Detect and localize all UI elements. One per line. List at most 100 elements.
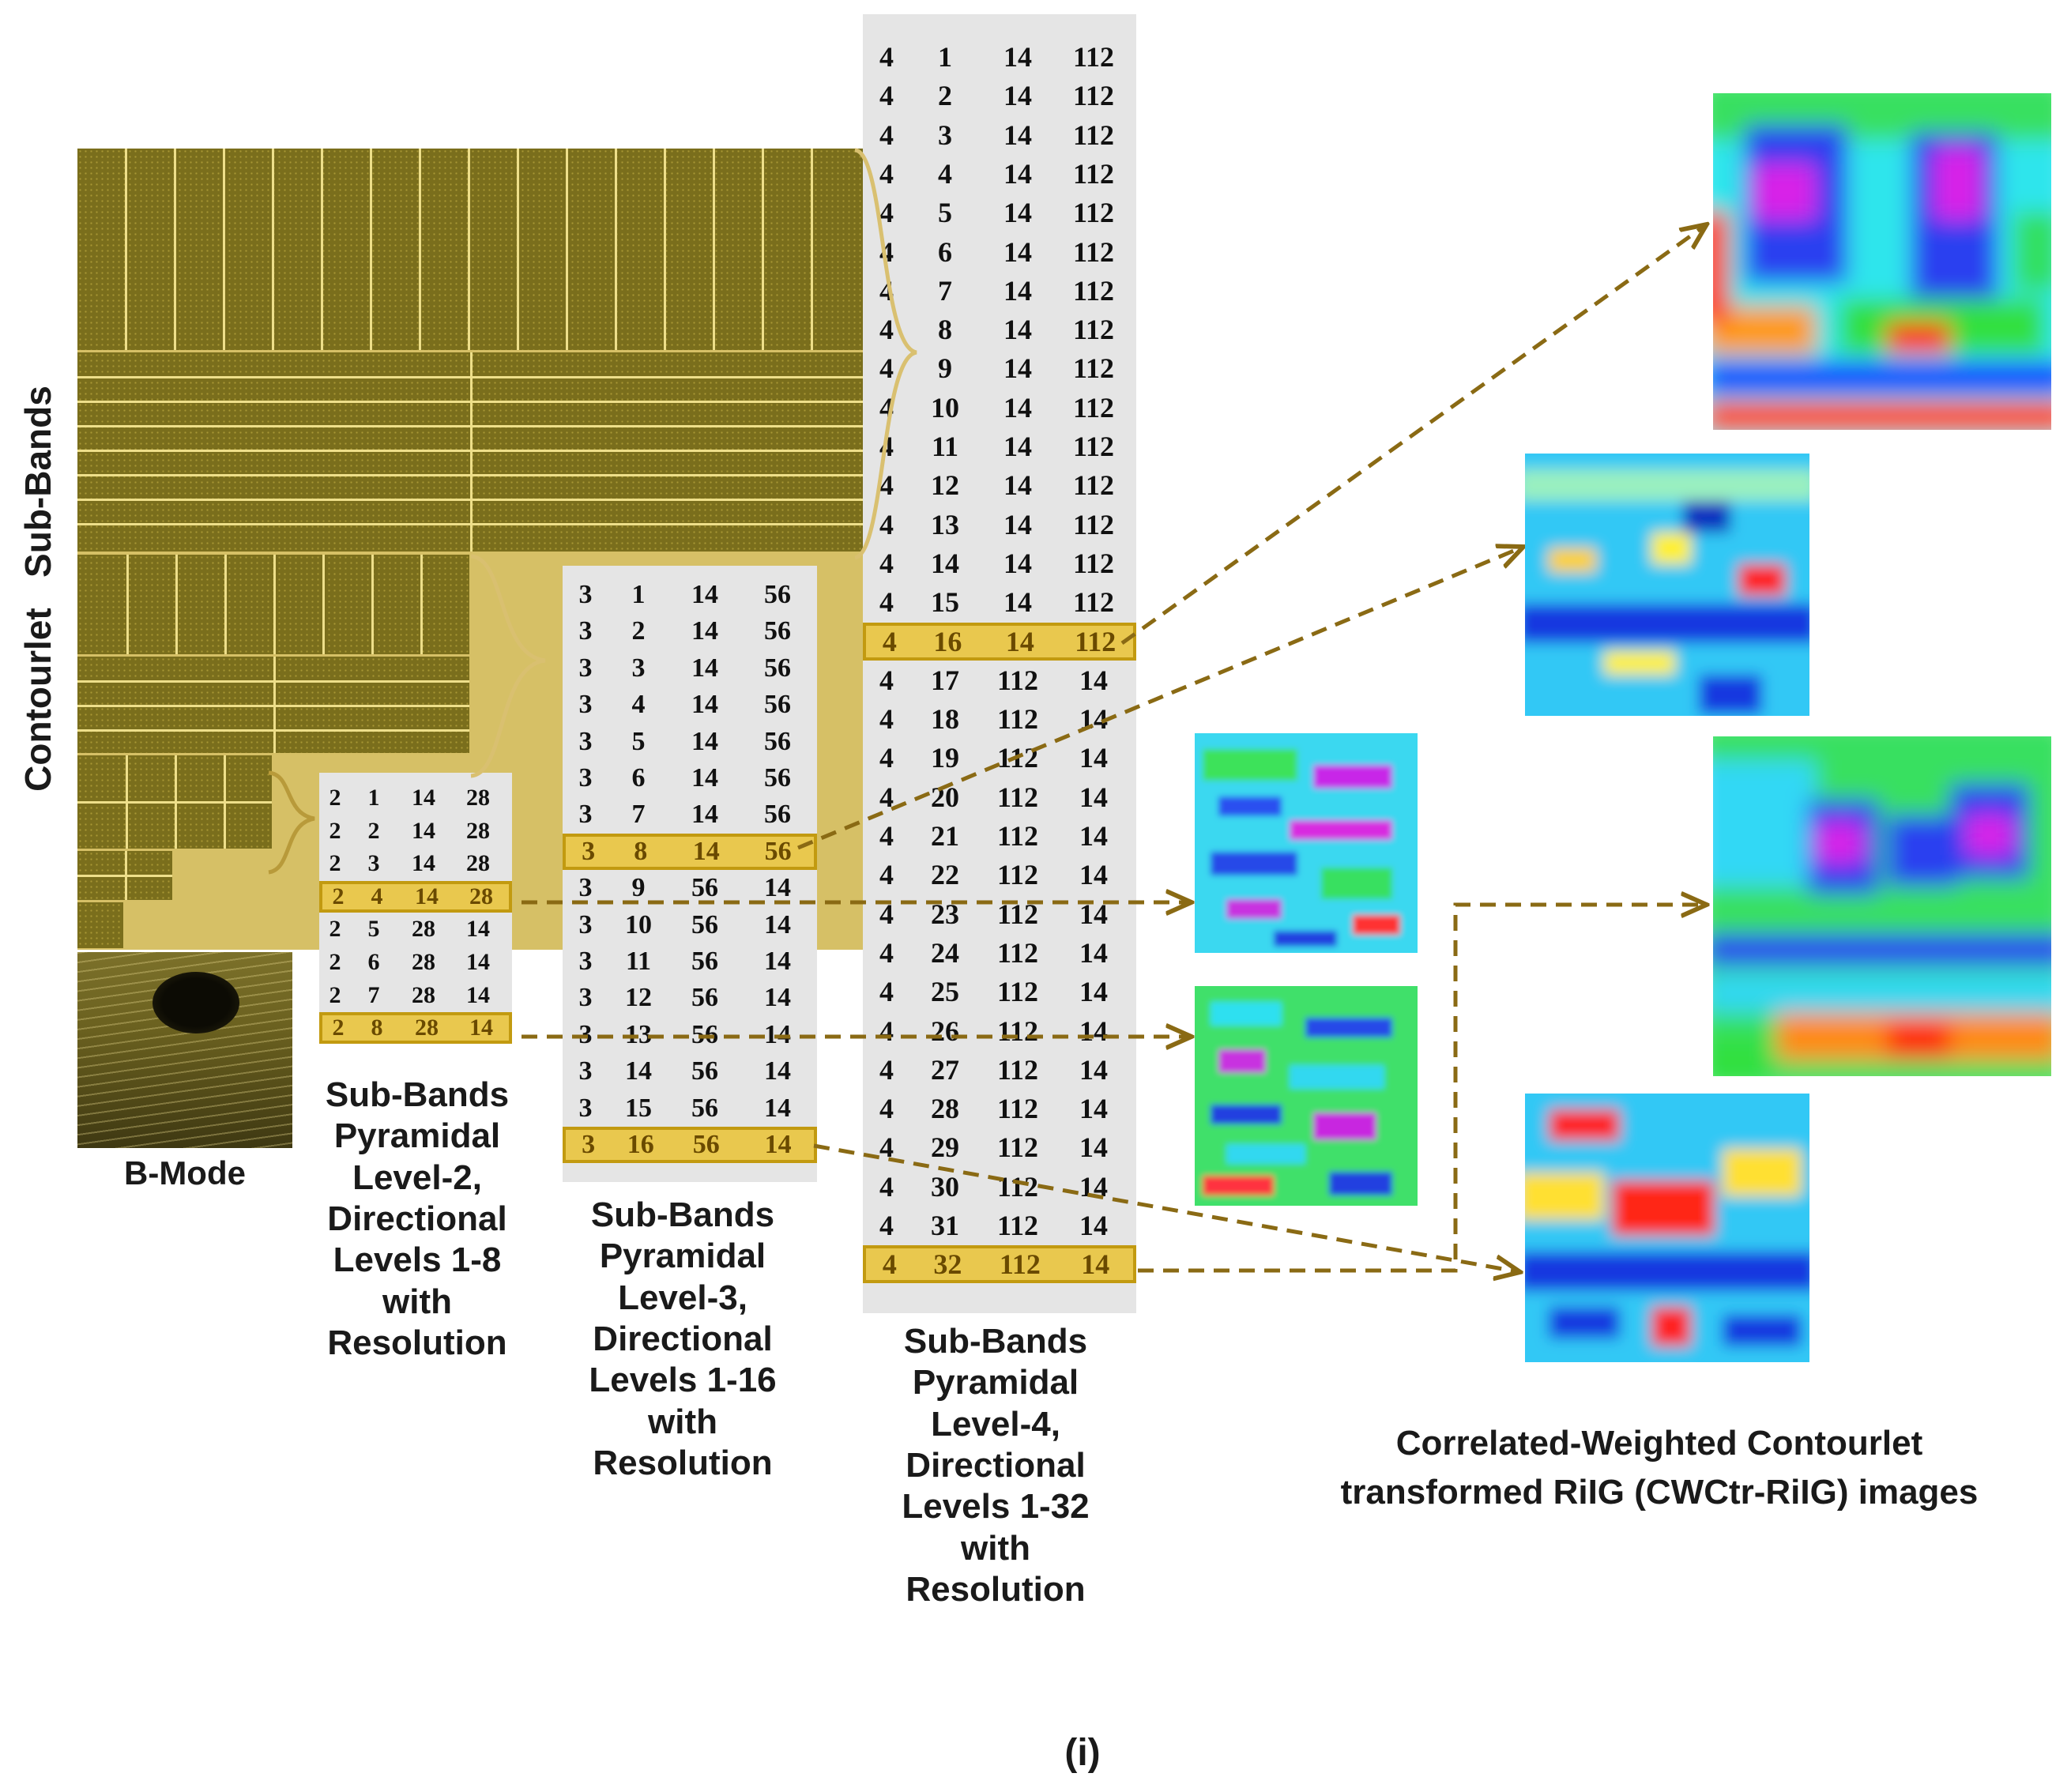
level4-cell: 4: [879, 664, 894, 696]
level4-cell: 4: [879, 586, 894, 619]
level3-horizontal-subbands: [77, 657, 469, 753]
level4-cell: 14: [1079, 976, 1108, 1008]
level4-cell: 4: [879, 859, 894, 891]
level3-cell: 3: [578, 873, 593, 903]
level3-cell: 14: [764, 1093, 791, 1123]
level2-cell: 3: [367, 850, 380, 877]
level4-cell: 14: [1003, 547, 1032, 579]
caption-line: Resolution: [593, 1444, 773, 1483]
level4-cell: 112: [996, 976, 1038, 1008]
level4-cell: 112: [996, 1170, 1038, 1203]
caption-line: Directional: [327, 1199, 507, 1239]
level3-cell: 14: [764, 983, 791, 1013]
cwctr-riig-image-6: [1525, 1094, 1809, 1362]
caption-line: Pyramidal: [599, 1237, 766, 1276]
level3-cell: 8: [634, 836, 648, 866]
level3-cell: 4: [631, 690, 646, 720]
level3-cell: 56: [764, 800, 791, 830]
level3-cell: 56: [691, 1019, 718, 1049]
caption-line: Resolution: [906, 1570, 1086, 1609]
level4-cell: 4: [879, 1093, 894, 1125]
level3-cell: 3: [578, 1056, 593, 1086]
figure-label: (i): [1064, 1732, 1101, 1774]
level4-cell: 14: [1003, 80, 1032, 112]
level3-cell: 56: [764, 653, 791, 683]
caption-line: Pyramidal: [912, 1363, 1079, 1402]
level3-vertical-subbands: [77, 555, 469, 654]
caption-line: with: [382, 1282, 452, 1321]
level2-cell: 28: [469, 883, 493, 909]
level3-cell: 14: [691, 580, 718, 609]
level4-cell: 28: [931, 1093, 959, 1125]
level3-cell: 15: [625, 1093, 652, 1123]
level3-cell: 56: [691, 873, 718, 903]
level2-cell: 7: [367, 981, 380, 1008]
level4-cell: 1: [938, 41, 952, 73]
caption-line: Levels 1-16: [589, 1361, 777, 1400]
level4-cell: 4: [879, 781, 894, 813]
lowpass-subband: [77, 902, 123, 948]
level4-cell: 31: [931, 1210, 959, 1241]
level4-cell: 19: [931, 742, 959, 774]
level3-cell: 56: [764, 836, 792, 866]
level2-cell: 28: [412, 949, 435, 975]
level4-cell: 4: [879, 469, 894, 502]
level4-cell: 14: [1079, 1131, 1108, 1164]
level2-cell: 4: [371, 883, 383, 909]
level3-cell: 56: [764, 616, 791, 646]
level4-cell: 112: [1072, 391, 1114, 424]
caption-line: Resolution: [327, 1323, 507, 1363]
level4-cell: 7: [938, 274, 952, 307]
level3-cell: 14: [691, 763, 718, 792]
level4-cell: 14: [931, 547, 959, 579]
level3-cell: 14: [625, 1056, 652, 1086]
level4-cell: 21: [931, 820, 959, 852]
level4-horizontal-subbands: [77, 352, 863, 552]
level4-cell: 14: [1003, 157, 1032, 190]
level4-cell: 4: [879, 898, 894, 930]
level4-cell: 5: [938, 197, 952, 229]
level4-cell: 112: [996, 1093, 1038, 1125]
level3-cell: 10: [625, 909, 652, 939]
level4-cell: 11: [931, 431, 958, 462]
level4-cell: 14: [1003, 119, 1032, 151]
arrow-l4-16: [1120, 224, 1707, 646]
level4-cell: 14: [1003, 391, 1032, 424]
brace-level3: [470, 554, 546, 778]
caption-line: Level-4,: [931, 1404, 1060, 1444]
contourlet-decomposition: [77, 149, 863, 950]
level2-cell: 2: [329, 817, 341, 844]
level4-cell: 4: [879, 41, 894, 73]
level4-cell: 4: [879, 820, 894, 852]
caption-line: Directional: [593, 1320, 773, 1359]
level4-cell: 112: [996, 1053, 1038, 1086]
level4-cell: 14: [1079, 1210, 1108, 1241]
level4-cell: 18: [931, 703, 959, 736]
level2-cell: 8: [371, 1015, 383, 1041]
cwctr-riig-image-2: [1525, 454, 1809, 716]
level3-cell: 14: [764, 909, 791, 939]
level3-cell: 56: [691, 983, 718, 1013]
level4-cell: 14: [1079, 742, 1108, 774]
level4-cell: 112: [996, 1015, 1038, 1047]
caption-line: Sub-Bands: [590, 1195, 775, 1234]
level4-cell: 4: [879, 742, 894, 774]
cwctr-riig-image-5: [1713, 736, 2051, 1076]
